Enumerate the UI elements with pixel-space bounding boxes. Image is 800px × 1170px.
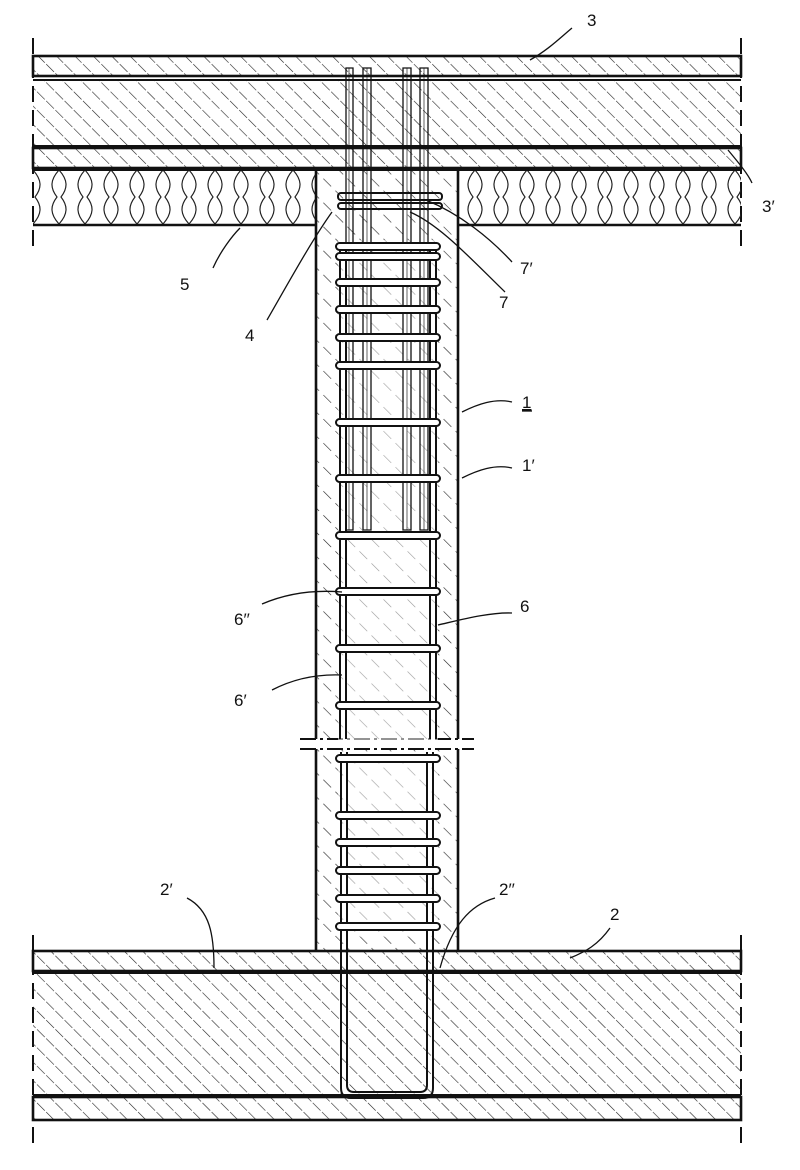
stirrup-9 [335, 531, 441, 540]
label-top-slab: 3 [587, 11, 596, 30]
stirrups [335, 242, 441, 931]
stirrup-18 [335, 922, 441, 931]
stirrup-11 [335, 644, 441, 653]
stirrup-16 [335, 866, 441, 875]
stirrup-7 [335, 418, 441, 427]
insulation-layer [33, 169, 741, 227]
label-stirrup: 6′′ [234, 610, 250, 629]
longitudinal-bars-lower [340, 752, 434, 1099]
label-bottom-slab: 2 [610, 905, 619, 924]
label-insulation: 5 [180, 275, 189, 294]
leader-lines [186, 27, 753, 969]
starter-bars [345, 67, 429, 531]
stirrup-14 [335, 811, 441, 820]
stirrup-12 [335, 701, 441, 710]
stirrup-2 [335, 252, 441, 261]
label-upper-stirrup: 7′ [520, 259, 533, 278]
label-reinforcement-cage: 6 [520, 597, 529, 616]
stirrup-1 [335, 242, 441, 251]
top-connection-stirrups [337, 192, 443, 210]
top-slab [31, 54, 743, 170]
stirrup-5 [335, 333, 441, 342]
label-column: 1 [522, 393, 531, 412]
stirrup-17 [335, 894, 441, 903]
labels: 3 3′ 7′ 7 5 4 1 1′ 6′′ 6 6′ 2′ 2′′ 2 [160, 11, 775, 924]
label-bottom-slab-joint: 2′′ [499, 880, 515, 899]
label-column-shell: 1′ [522, 456, 535, 475]
stirrup-15 [335, 838, 441, 847]
stirrup-10 [335, 587, 441, 596]
bottom-slab [31, 949, 743, 1122]
label-connection-stirrup: 7 [499, 293, 508, 312]
label-bottom-slab-top-layer: 2′ [160, 880, 173, 899]
label-column-head: 4 [245, 326, 254, 345]
label-longitudinal-bar: 6′ [234, 691, 247, 710]
reinforcement-cage [335, 67, 443, 1099]
stirrup-13 [335, 754, 441, 763]
stirrup-3 [335, 278, 441, 287]
stirrup-6 [335, 361, 441, 370]
label-top-slab-bottom-layer: 3′ [762, 197, 775, 216]
stirrup-4 [335, 305, 441, 314]
stirrup-8 [335, 474, 441, 483]
